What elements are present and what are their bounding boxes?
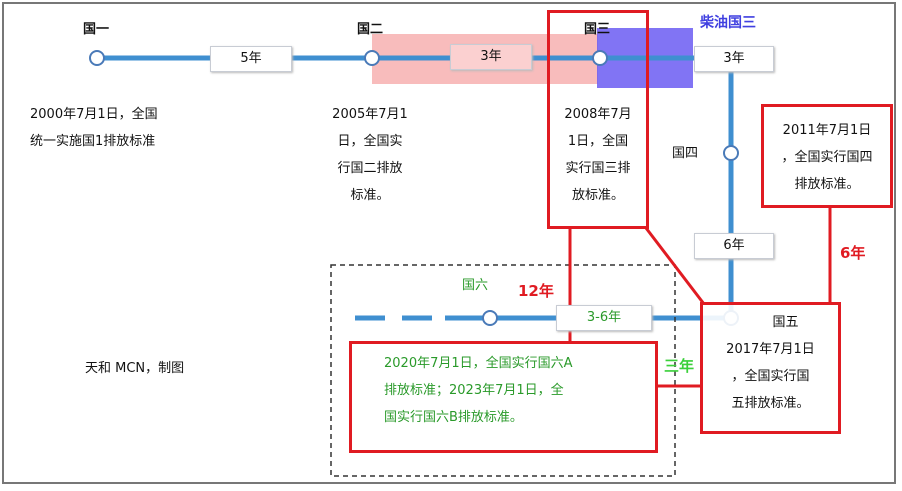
label-guo3: 国三 [584,22,611,37]
label-guo1: 国一 [83,22,110,37]
box-guo4: 2011年7月1日 ，全国实行国四 排放标准。 [761,104,893,208]
label-guo2: 国二 [357,22,384,37]
node-guo4 [723,145,739,161]
annotation-six-years: 6年 [840,244,866,262]
credit: 天和 MCN，制图 [85,361,185,376]
interval-g5-g6: 3-6年 [556,305,652,331]
desc-guo2: 2005年7月1 日，全国实 行国二排放 标准。 [332,107,408,203]
annotation-twelve-years: 12年 [518,282,554,300]
box-guo6: 2020年7月1日，全国实行国六A 排放标准；2023年7月1日，全 国实行国六… [349,341,658,453]
interval-g1-g2: 5年 [210,46,292,72]
annotation-three-years: 三年 [664,357,695,375]
interval-g4-g5: 6年 [694,233,774,259]
desc-guo3: 2008年7月 1日，全国 实行国三排 放标准。 [564,107,632,203]
interval-diesel-g3-g4: 3年 [694,46,774,72]
interval-g2-g3: 3年 [450,44,532,70]
box-guo5: 国五 2017年7月1日 ，全国实行国 五排放标准。 [700,302,841,434]
outer-frame [2,2,896,484]
node-guo6 [482,310,498,326]
label-diesel-guo3: 柴油国三 [700,15,756,31]
label-guo4: 国四 [672,146,699,161]
node-guo2 [364,50,380,66]
node-guo3 [592,50,608,66]
label-guo6: 国六 [462,278,489,293]
box-guo3 [547,10,649,229]
future-dashed-region [330,264,676,477]
desc-guo1: 2000年7月1日，全国 统一实施国1排放标准 [30,107,158,149]
connector-g3-g5 [644,227,706,305]
node-guo1 [89,50,105,66]
